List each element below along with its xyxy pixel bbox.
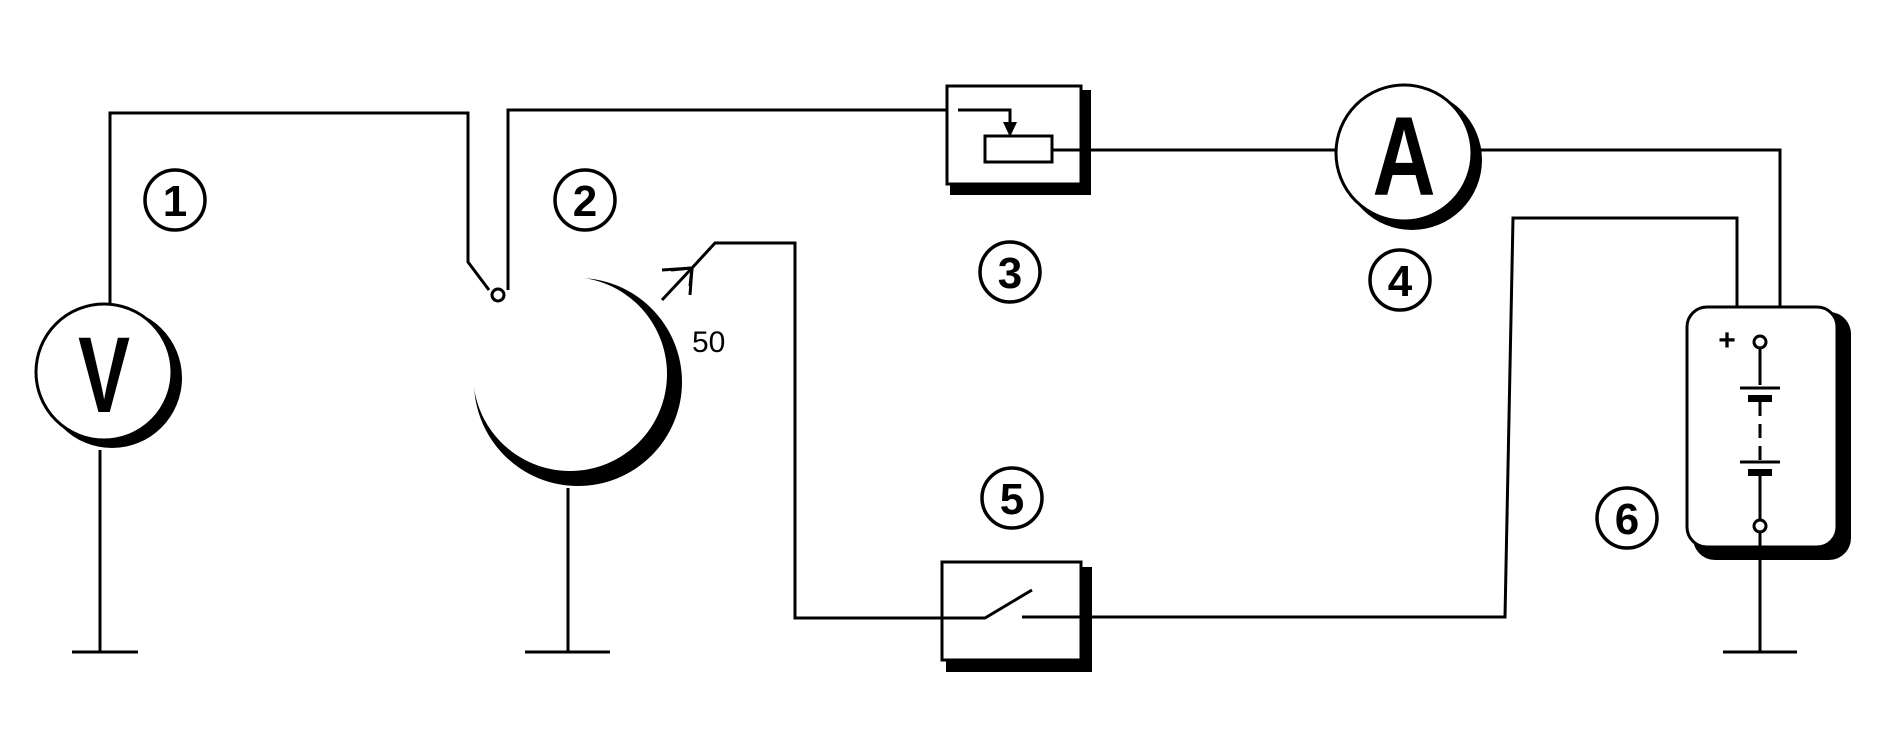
callout-6: 6 (1595, 486, 1659, 550)
terminal50-to-switch-wire (690, 241, 985, 620)
starter-terminal-50-label: 50 (692, 326, 725, 359)
callout-2-label: 2 (573, 177, 597, 226)
voltmeter-lead-wire (108, 111, 491, 305)
callout-6-label: 6 (1615, 495, 1639, 544)
voltmeter: V (34, 302, 182, 448)
wiring (108, 108, 1782, 620)
callout-3-label: 3 (998, 249, 1022, 298)
callout-5: 5 (980, 466, 1044, 530)
callout-3: 3 (978, 240, 1042, 304)
starter-to-resistor-wire (506, 108, 958, 290)
callout-1: 1 (143, 168, 207, 232)
battery: + (1685, 305, 1851, 560)
starter-terminal-node (490, 287, 506, 303)
terminal-50-connector-icon (660, 266, 694, 302)
resistor-element (983, 134, 1054, 164)
battery-positive-terminal (1752, 334, 1768, 350)
voltmeter-symbol: V (78, 314, 130, 435)
callout-4: 4 (1368, 248, 1432, 312)
starter-switch (940, 560, 1092, 672)
battery-negative-terminal (1752, 518, 1768, 534)
callout-2: 2 (553, 168, 617, 232)
wiper-arrow-icon (1003, 122, 1017, 137)
ammeter-symbol: A (1372, 95, 1435, 220)
callout-1-label: 1 (163, 177, 187, 226)
ammeter: A (1334, 83, 1482, 230)
callout-5-label: 5 (1000, 475, 1024, 524)
battery-positive-symbol: + (1718, 324, 1736, 357)
starter-motor: 50 (473, 266, 725, 486)
variable-resistor (945, 84, 1091, 195)
ground-symbols (72, 450, 1797, 654)
callout-4-label: 4 (1388, 257, 1413, 306)
switch-to-battery-wire (1020, 216, 1739, 619)
ammeter-to-battery-wire (1473, 148, 1782, 307)
